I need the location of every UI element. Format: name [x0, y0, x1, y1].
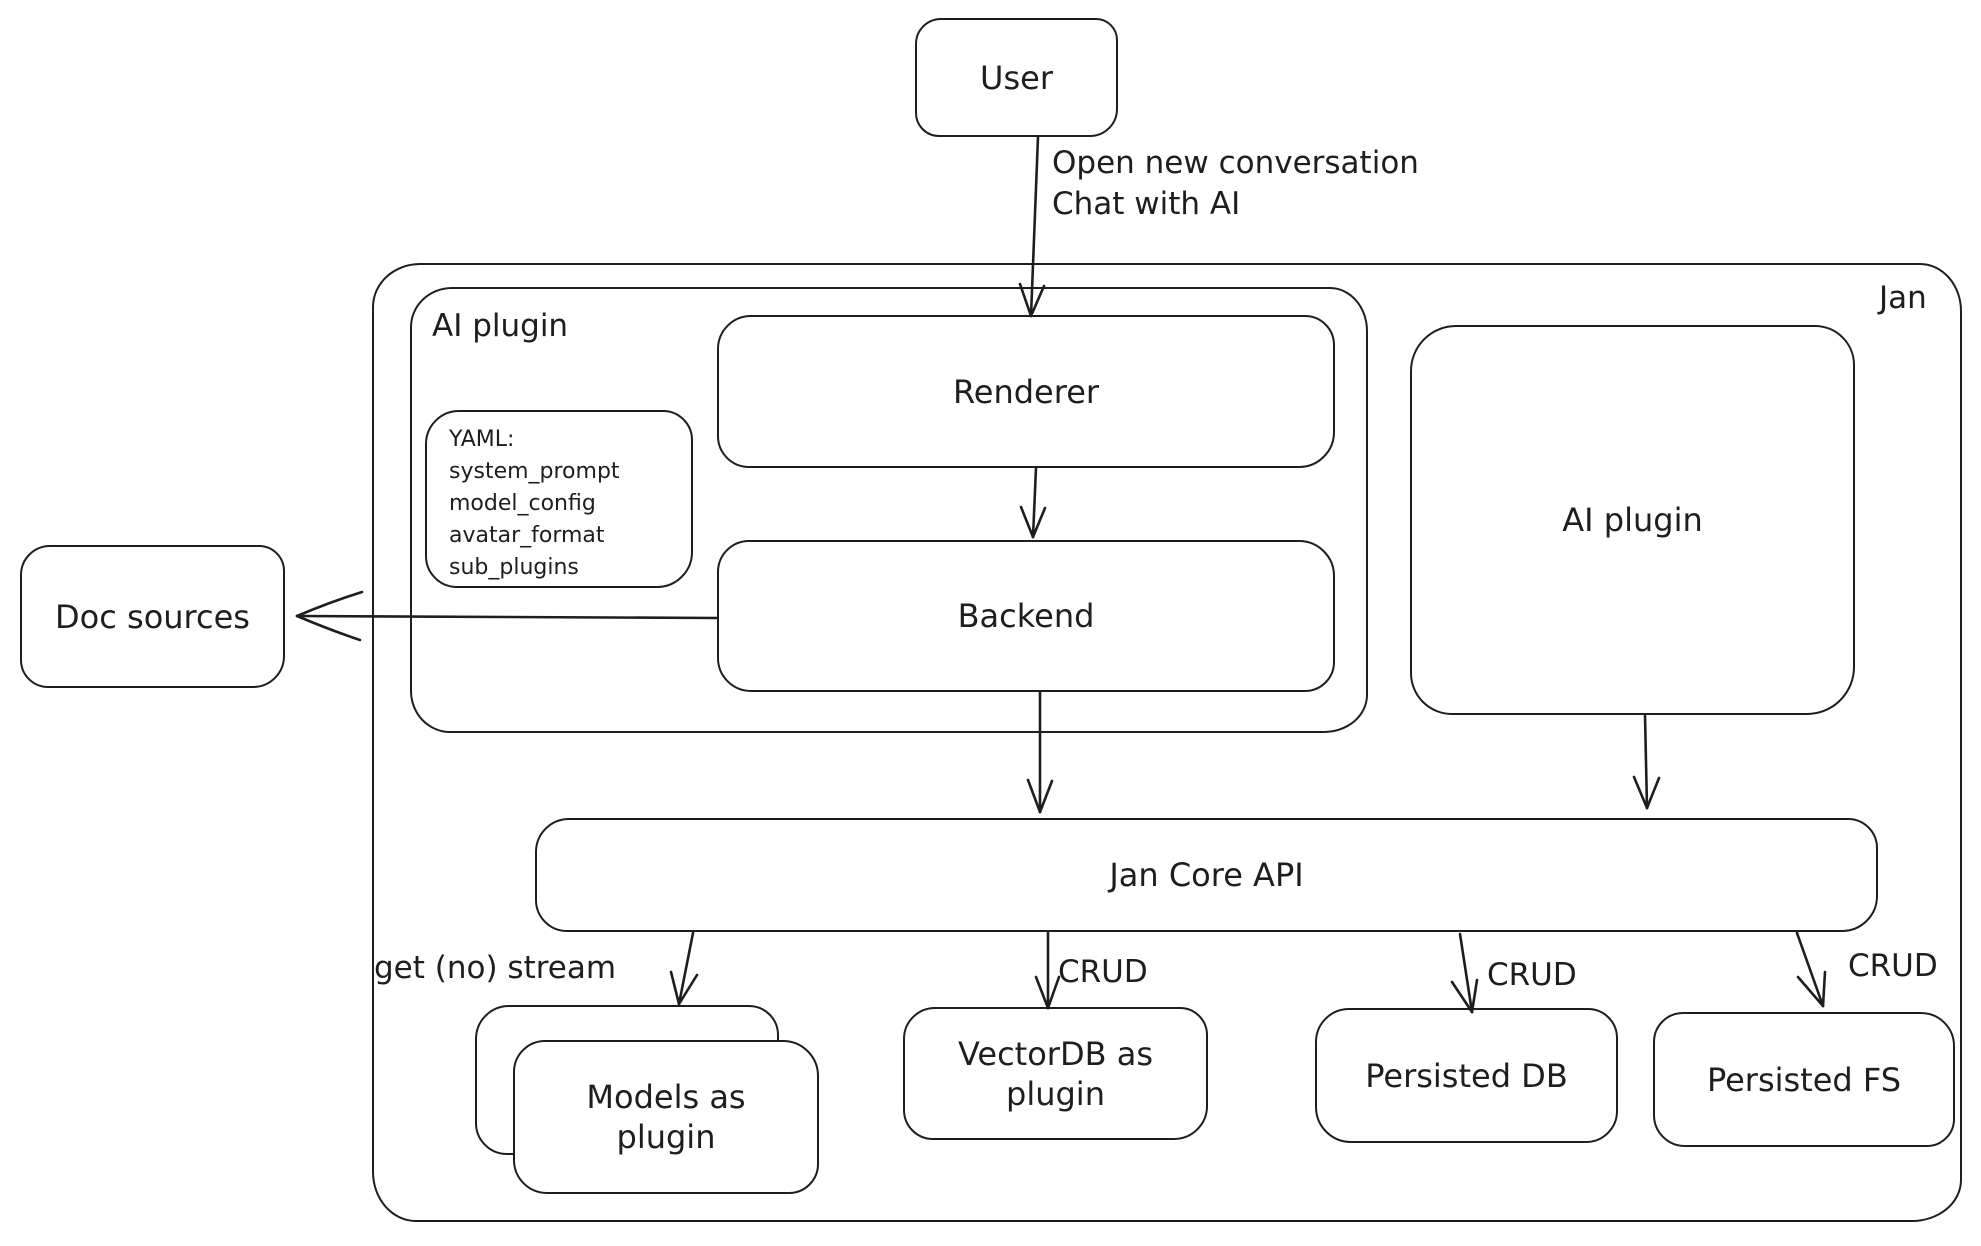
jan-core-api-node: Jan Core API — [535, 818, 1878, 932]
renderer-node: Renderer — [717, 315, 1335, 468]
yaml-note-line: sub_plugins — [449, 555, 579, 580]
doc-sources-label: Doc sources — [55, 597, 250, 636]
persisted-fs-label: Persisted FS — [1706, 1060, 1902, 1099]
edge-label-crud-vectordb: CRUD — [1058, 954, 1148, 990]
edge-label-crud-persisted-db: CRUD — [1487, 957, 1577, 993]
yaml-note-line: system_prompt — [449, 459, 620, 484]
models-plugin-label-2: plugin — [616, 1118, 716, 1156]
yaml-note-line: YAML: — [449, 427, 515, 452]
vectordb-label-2: plugin — [1006, 1074, 1105, 1113]
user-label: User — [980, 58, 1053, 97]
doc-sources-node: Doc sources — [20, 545, 285, 688]
yaml-note-line: avatar_format — [449, 523, 605, 548]
ai-plugin-container — [410, 287, 1368, 733]
backend-label: Backend — [957, 597, 1095, 635]
user-node: User — [915, 18, 1118, 137]
persisted-db-node: Persisted DB — [1315, 1008, 1618, 1143]
edge-label-get-no-stream: get (no) stream — [374, 950, 617, 986]
jan-container — [372, 263, 1962, 1222]
models-plugin-label: Models as — [586, 1078, 746, 1116]
edge-label-crud-persisted-fs: CRUD — [1848, 948, 1938, 984]
yaml-note-line: model_config — [449, 491, 596, 516]
ai-plugin-container-label: AI plugin — [432, 308, 569, 344]
ai-plugin-label: AI plugin — [1562, 501, 1703, 539]
yaml-note: YAML: system_prompt model_config avatar_… — [425, 410, 693, 588]
jan-container-label: Jan — [1879, 280, 1927, 316]
ai-plugin-node: AI plugin — [1410, 325, 1855, 715]
backend-node: Backend — [717, 540, 1335, 692]
models-plugin-node: Models as plugin — [513, 1040, 819, 1194]
vectordb-label: VectorDB as — [957, 1034, 1153, 1073]
edge-label-open-conversation: Open new conversation Chat with AI — [1052, 145, 1419, 222]
persisted-fs-node: Persisted FS — [1653, 1012, 1955, 1147]
vectordb-node: VectorDB as plugin — [903, 1007, 1208, 1140]
persisted-db-label: Persisted DB — [1365, 1056, 1568, 1095]
renderer-label: Renderer — [952, 372, 1100, 411]
jan-core-api-label: Jan Core API — [1109, 856, 1304, 894]
